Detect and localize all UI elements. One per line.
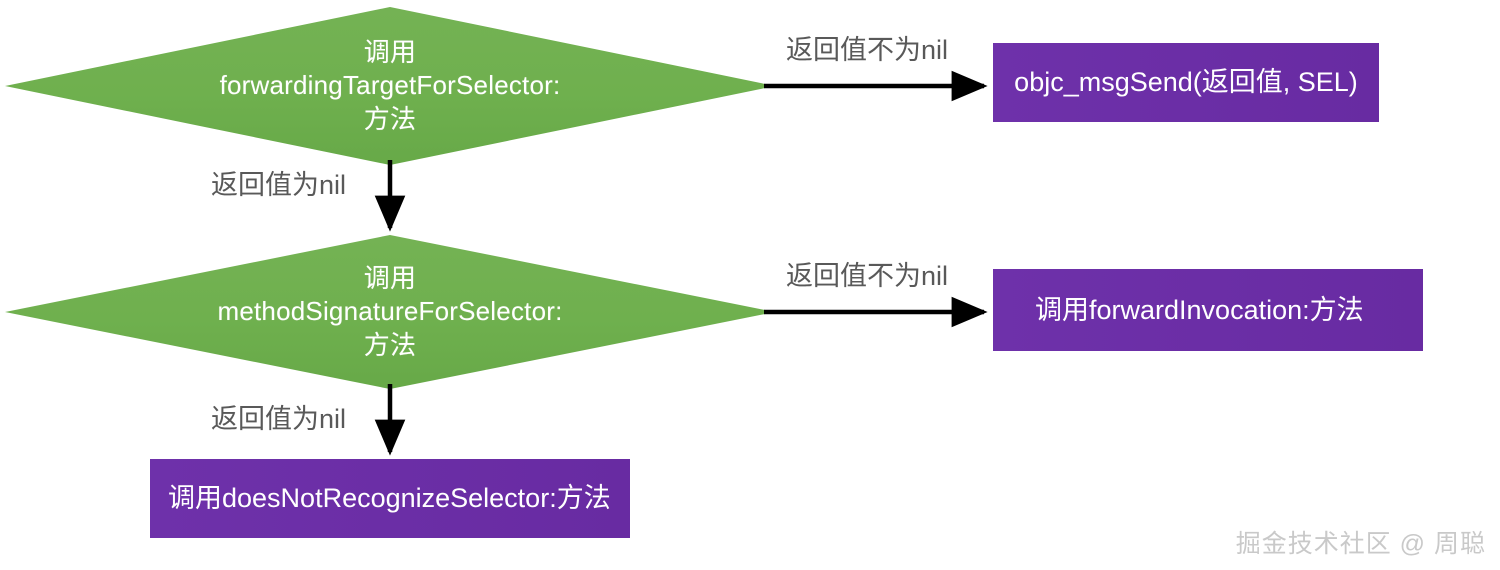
process-shape-forward-invocation[interactable] — [993, 269, 1423, 351]
edge-label-forwarding-target-to-msgsend: 返回值不为nil — [786, 35, 949, 65]
process-shape-objc-msgsend[interactable] — [993, 43, 1379, 122]
watermark: 掘金技术社区 @ 周聪 — [1235, 530, 1486, 558]
process-node-forward-invocation[interactable]: 调用forwardInvocation:方法 — [993, 269, 1423, 351]
process-node-does-not-recognize[interactable]: 调用doesNotRecognizeSelector:方法 — [150, 459, 630, 538]
process-node-objc-msgsend[interactable]: objc_msgSend(返回值, SEL) — [993, 43, 1379, 122]
process-label-does-not-recognize: 调用doesNotRecognizeSelector:方法 — [168, 483, 611, 514]
decision-shape-method-signature[interactable] — [5, 235, 775, 389]
edge-label-method-signature-to-forward-invocation: 返回值不为nil — [786, 261, 949, 291]
edge-label-forwarding-target-to-method-signature: 返回值为nil — [211, 170, 347, 200]
decision-shape-forwarding-target[interactable] — [5, 7, 775, 165]
edge-label-method-signature-to-does-not-recognize: 返回值为nil — [211, 404, 347, 434]
process-shape-does-not-recognize[interactable] — [150, 459, 630, 538]
process-label-objc-msgsend: objc_msgSend(返回值, SEL) — [1014, 67, 1358, 98]
process-label-forward-invocation: 调用forwardInvocation:方法 — [1035, 294, 1364, 325]
